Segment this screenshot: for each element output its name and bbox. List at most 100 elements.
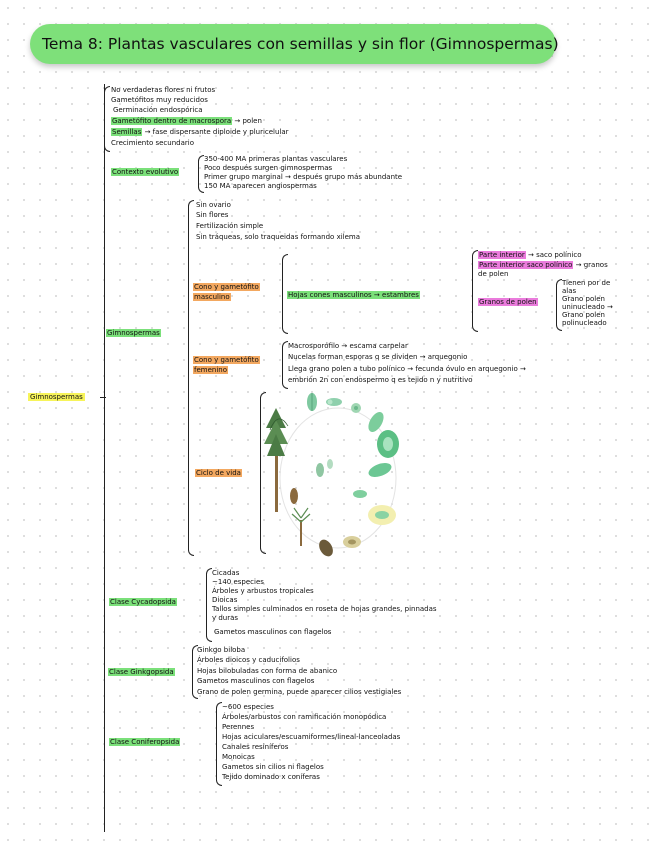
gimno-label: Gimnospermas [106,329,161,337]
megaspore-icon [368,463,392,477]
cycadop-item: y duras [212,614,239,622]
ciclo-brace [260,392,266,554]
fem-item: embrión 2n con endospermo q es tejido n … [288,376,473,384]
seed-icon [343,536,361,548]
contexto-item: 350-400 MA primeras plantas vasculares [204,155,348,163]
cycadop-item: Cicadas [212,569,240,577]
root-label: Gimnospermas [28,393,85,401]
root-connector [100,397,106,399]
gimno-brace [188,200,194,556]
ginkgop-item: Grano de polen germina, puede aparecer c… [197,688,402,696]
granos-item: Tienen por de [562,279,611,287]
masc-parte-int-rest: → granos [573,261,608,269]
seedling-icon [291,507,311,546]
intro-item: Germinación endospórica [113,106,203,114]
intro-item-rest: → polen [232,117,262,125]
ginkgop-brace [192,645,198,699]
conifer-brace [216,702,222,786]
masc-label-line2: masculino [193,293,231,301]
masc-hojas: Hojas cones masculinos → estambres [287,291,420,299]
gimno-item: Fertilización simple [196,222,264,230]
fem-item: Llega grano polen a tubo polínico → fecu… [288,365,526,373]
granos-item: uninucleado → [562,303,613,311]
gimno-label-text: Gimnospermas [106,329,161,337]
fem-label-line2: femenino [193,366,228,374]
conifer-item: Árboles/arbustos con ramificación monopó… [222,713,387,721]
fem-label: Cono y gametófito femenino [193,355,260,375]
cycadop-brace [206,568,212,642]
gimno-item: Sin flores [196,211,229,219]
masc-parte-ext-hl: Parte interior [478,251,526,259]
pollen-icon [326,398,342,406]
fem-label-line1: Cono y gametófito [193,356,260,364]
conifer-item: Monoicas [222,753,255,761]
ginkgop-label-text: Clase Ginkgopsida [108,668,175,676]
gimno-item: Sin ovario [196,201,231,209]
intro-item: Crecimiento secundario [111,139,194,147]
masc-label: Cono y gametófito masculino [193,282,260,302]
cone-male-icon [307,393,317,411]
contexto-item: Primer grupo marginal → después grupo má… [204,173,403,181]
contexto-item: 150 MA aparecen angiospermas [204,182,317,190]
ginkgop-item: Hojas bilobuladas con forma de abanico [197,667,338,675]
intro-highlight: Semillas [111,128,143,136]
cycadop-label: Clase Cycadopsida [109,598,177,606]
cycadop-item: Dioicas [212,596,238,604]
granos-item: polinucleado [562,319,607,327]
masc-parte-int-line2: de polen [478,270,509,278]
contexto-label-text: Contexto evolutivo [111,168,180,176]
masc-parte-int-hl: Parte interior saco polínico [478,261,574,269]
page-title: Tema 8: Plantas vasculares con semillas … [30,24,559,64]
ginkgop-label: Clase Ginkgopsida [108,668,175,676]
cycadop-item: Árboles y arbustos tropicales [212,587,314,595]
granos-item: Grano polen [562,295,605,303]
masc-granos-text: Granos de polen [478,298,538,306]
conifer-label: Clase Coniferopsida [109,738,181,746]
masc-parte-ext: Parte interior → saco polínico [478,251,582,259]
conifer-item: Canales resiníferos [222,743,289,751]
masc-brace [282,254,288,334]
masc-hojas-text: Hojas cones masculinos → estambres [287,291,420,299]
gimno-item: Sin tráqueas, solo traqueidas formando x… [196,233,361,241]
conifer-item: Perennes [222,723,255,731]
spore-icon [351,403,361,413]
title-text: Tema 8: Plantas vasculares con semillas … [42,35,559,53]
ciclo-label: Ciclo de vida [195,469,242,477]
root-label-text: Gimnospermas [28,393,85,401]
intro-brace [104,86,110,152]
conifer-item: Gametos sin cilios ni flagelos [222,763,324,771]
intro-item: No verdaderas flores ni frutos [111,86,216,94]
intro-item: Gametófito dentro de macrospora → polen [111,117,262,125]
intro-item-rest: → fase dispersante diploide y pluricelul… [142,128,289,136]
masc-label-line1: Cono y gametófito [193,283,260,291]
ginkgop-item: Gametos masculinos con flagelos [197,677,315,685]
ciclo-label-text: Ciclo de vida [195,469,242,477]
granos-item: Grano polen [562,311,605,319]
masc-parte-ext-rest: → saco polínico [525,251,582,259]
young-cone-icon [290,488,298,504]
contexto-item: Poco después surgen gimnospermas [204,164,333,172]
ginkgop-item: Árboles dioicos y caducifolios [197,656,300,664]
cycadop-item: Gametos masculinos con flagelos [214,628,332,636]
cone-section-icon [377,430,399,458]
intro-item: Gametófitos muy reducidos [111,96,208,104]
life-cycle-illustration [264,393,399,557]
conifer-item: ~600 especies [222,703,274,711]
cycadop-item: ~140 especies [212,578,264,586]
ginkgop-item: Ginkgo biloba [197,646,246,654]
masc-sub-brace [472,250,478,332]
intro-highlight: Gametófito dentro de macrospora [111,117,233,125]
contexto-brace [198,155,204,193]
granos-brace [556,279,562,331]
embryo-icon [319,539,333,557]
contexto-label: Contexto evolutivo [111,168,180,176]
conifer-label-text: Clase Coniferopsida [109,738,181,746]
cycadop-item: Tallos simples culminados en roseta de h… [212,605,437,613]
scale-icon [316,459,333,477]
intro-item: Semillas → fase dispersante diploide y p… [111,128,289,136]
granos-item: alas [562,287,577,295]
conifer-item: Hojas aciculares/escuamiformes/lineal-la… [222,733,401,741]
pine-tree-icon [264,408,289,512]
masc-granos: Granos de polen [478,298,538,306]
fem-item: Macrosporófilo → escama carpelar [288,342,408,350]
